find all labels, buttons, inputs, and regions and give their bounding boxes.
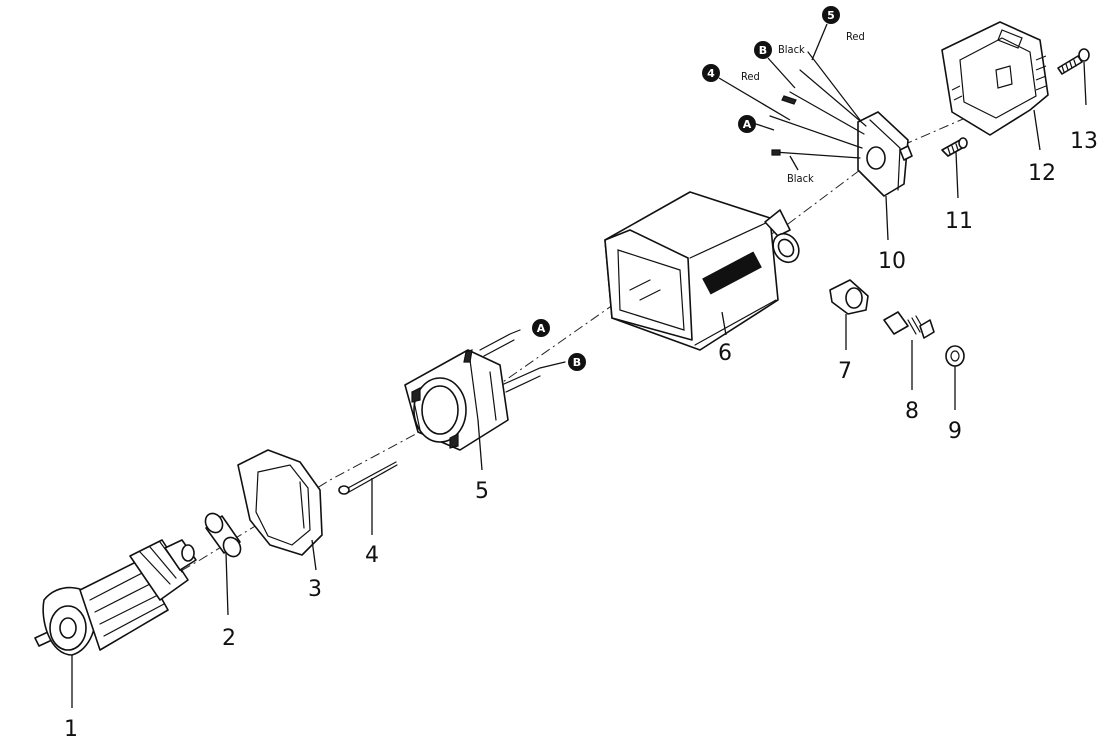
svg-text:A: A bbox=[537, 322, 546, 335]
leader-part-6 bbox=[721, 311, 727, 336]
part-number-5: 5 bbox=[475, 479, 489, 504]
brush-cap bbox=[945, 345, 965, 367]
leader-part-2 bbox=[225, 552, 229, 616]
leader-part-11 bbox=[955, 151, 959, 199]
part-number-8: 8 bbox=[905, 399, 919, 424]
svg-text:5: 5 bbox=[827, 9, 835, 22]
wire-label-red-4: Red bbox=[741, 70, 760, 83]
part-number-7: 7 bbox=[838, 359, 852, 384]
switch-connector-5-badge: 5 bbox=[822, 6, 840, 24]
armature bbox=[34, 539, 197, 656]
part-number-3: 3 bbox=[308, 577, 322, 602]
leader-part-13 bbox=[1083, 61, 1087, 106]
leader-black-a bbox=[789, 155, 799, 171]
part-number-9: 9 bbox=[948, 419, 962, 444]
svg-text:A: A bbox=[743, 118, 752, 131]
baffle bbox=[237, 449, 323, 556]
leader-switch-5 bbox=[811, 23, 828, 61]
svg-text:4: 4 bbox=[707, 67, 715, 80]
leader-switch-a bbox=[755, 123, 775, 131]
leader-switch-b bbox=[767, 57, 796, 89]
switch-connector-4-badge: 4 bbox=[702, 64, 720, 82]
wire-label-black-a: Black bbox=[787, 172, 814, 185]
stator bbox=[404, 329, 566, 451]
part-number-4: 4 bbox=[365, 543, 379, 568]
wire-label-red-5: Red bbox=[846, 30, 865, 43]
part-number-13: 13 bbox=[1070, 129, 1098, 154]
switch-connector-b-badge: B bbox=[754, 41, 772, 59]
cover-screw bbox=[1057, 48, 1090, 75]
leader-part-5 bbox=[477, 419, 483, 471]
brand-logo-plate bbox=[702, 251, 762, 295]
part-number-12: 12 bbox=[1028, 161, 1056, 186]
motor-housing: Powertec bbox=[604, 191, 800, 351]
svg-text:B: B bbox=[573, 356, 581, 369]
brush-holder bbox=[829, 279, 869, 315]
part-number-10: 10 bbox=[878, 249, 906, 274]
rear-cover bbox=[941, 21, 1049, 136]
part-number-1: 1 bbox=[64, 717, 78, 742]
wire-label-black-b: Black bbox=[778, 43, 805, 56]
stator-connector-b-badge: B bbox=[568, 353, 586, 371]
long-screw bbox=[338, 461, 398, 495]
small-screw bbox=[941, 137, 968, 157]
leader-part-3 bbox=[311, 539, 317, 571]
leader-part-10 bbox=[885, 195, 889, 241]
part-number-2: 2 bbox=[222, 626, 236, 651]
leader-part-12 bbox=[1033, 109, 1041, 151]
leader-switch-4 bbox=[718, 77, 791, 121]
svg-text:B: B bbox=[759, 44, 767, 57]
switch-connector-a-badge: A bbox=[738, 115, 756, 133]
part-number-6: 6 bbox=[718, 341, 732, 366]
part-number-11: 11 bbox=[945, 209, 973, 234]
carbon-brush bbox=[883, 311, 935, 339]
switch bbox=[769, 51, 913, 197]
stator-connector-a-badge: A bbox=[532, 319, 550, 337]
bearing bbox=[204, 512, 242, 558]
